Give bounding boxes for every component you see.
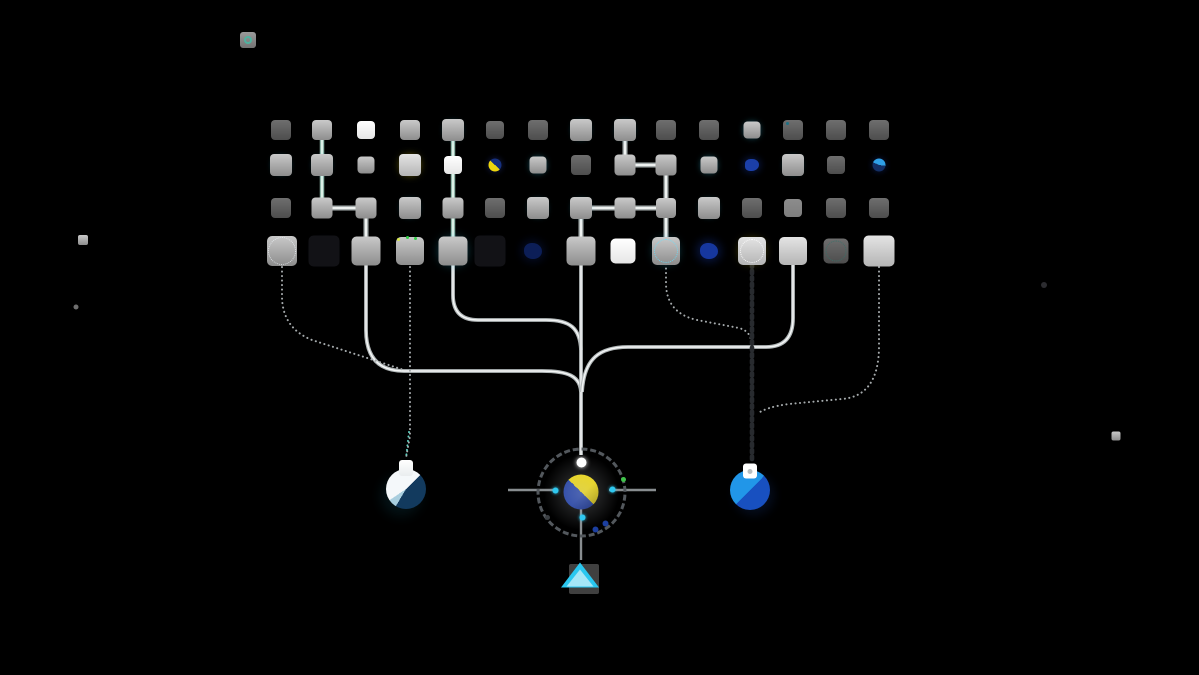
grid-r1c2-ring-teal[interactable] <box>312 120 332 140</box>
output-node-left[interactable] <box>386 460 426 509</box>
machine-cyan-dot <box>552 487 558 493</box>
module-c5-cyan-ringed[interactable] <box>438 236 468 266</box>
output-right-badge <box>743 463 757 479</box>
speck-yellow-2 <box>1111 431 1121 441</box>
grid-r3c12-ring-olive[interactable] <box>742 198 762 218</box>
output-left-badge <box>399 460 413 476</box>
module-c7-blob-navy[interactable] <box>524 243 542 259</box>
grid-r2c7-donut-cyan[interactable] <box>529 156 547 174</box>
grid-r3c1-ring-gray[interactable] <box>271 198 291 218</box>
grid-r1c9-dot-cyan[interactable] <box>614 119 636 141</box>
grid-r1c3-white-tile-ring[interactable] <box>357 121 375 139</box>
grid-r1c4-ring-olive[interactable] <box>400 120 420 140</box>
grid-r3c5-junction-teal <box>442 197 464 219</box>
grid-r3c14-ring-teal[interactable] <box>826 198 846 218</box>
grid-r3c2-junction <box>311 197 333 219</box>
wire-dotted-c1 <box>281 257 405 371</box>
output-node-right[interactable] <box>730 463 770 510</box>
speck-dark <box>1041 282 1047 288</box>
module-c12-yellow-ringed[interactable] <box>738 237 766 265</box>
grid-r2c2-dot-cyan[interactable] <box>311 154 333 176</box>
grid-r2c1-dot-cyan[interactable] <box>270 154 292 176</box>
grid-r3c13-ring-white[interactable] <box>784 199 802 217</box>
grid-r3c3-junction <box>355 197 377 219</box>
module-c14-small-cyan[interactable] <box>823 238 849 264</box>
module-c11-blob-navy[interactable] <box>700 243 718 259</box>
wire-module-c5-to-core <box>452 258 582 351</box>
grid-r2c13-dot-cyan[interactable] <box>782 154 804 176</box>
machine-navy-dot <box>602 520 608 526</box>
module-c15-pie-yellow-navy[interactable] <box>863 235 895 267</box>
grid-r3c7-dot-cyan[interactable] <box>527 197 549 219</box>
grid-r1c7-ring-teal[interactable] <box>528 120 548 140</box>
machine-dark-dot <box>544 514 550 520</box>
grid-r3c15-ring-gray[interactable] <box>869 198 889 218</box>
grid-r1c10-ring-teal[interactable] <box>656 120 676 140</box>
module-c3-teal-ringed[interactable] <box>351 236 381 266</box>
grid-r2c3-ring-olive[interactable] <box>357 156 375 174</box>
grid-r3c4-dot-cyan[interactable] <box>399 197 421 219</box>
grid-r2c4-sun-yellow[interactable] <box>399 154 421 176</box>
grid-r2c10-junction <box>655 154 677 176</box>
grid-r3c6-ring-gray[interactable] <box>485 198 505 218</box>
speck-yellow <box>78 235 88 245</box>
speck-gray <box>73 304 79 310</box>
wire-dotted-c15 <box>756 257 880 415</box>
wire-module-c13-to-core <box>581 258 794 393</box>
wire-dotted-c4-teal-tail <box>405 431 410 459</box>
machine-dashed-ring <box>536 447 626 537</box>
grid-r1c14-ring-teal[interactable] <box>826 120 846 140</box>
core-machine[interactable] <box>536 447 626 537</box>
module-c10-cyan-dotted[interactable] <box>652 237 680 265</box>
grid-r1c11-ring-teal[interactable] <box>699 120 719 140</box>
module-c4-olive-dotted[interactable] <box>396 236 424 265</box>
machine-navy-dot <box>592 526 598 532</box>
wire-module-c3-to-core <box>365 258 582 393</box>
grid-r2c11-donut-cyan[interactable] <box>700 156 718 174</box>
speck-teal-tile <box>240 32 256 48</box>
wire-dotted-c10 <box>665 263 752 342</box>
grid-r2c9-junction <box>614 154 636 176</box>
module-c2-pie-blue[interactable] <box>308 235 340 267</box>
grid-r1c6-ring-white[interactable] <box>486 121 504 139</box>
goal-triangle[interactable] <box>561 562 599 594</box>
grid-r2c12-blob-navy[interactable] <box>745 159 759 171</box>
grid-r2c6-pie-yellow-navy[interactable] <box>488 158 502 172</box>
grid-r1c13-ring-teal-dot[interactable] <box>783 120 803 140</box>
grid-r2c5-ring-white[interactable] <box>444 156 462 174</box>
grid-r1c1-ring-gray[interactable] <box>271 120 291 140</box>
module-c9-white-tile[interactable] <box>610 238 636 264</box>
grid-r1c12-donut-cyan[interactable] <box>743 121 761 139</box>
grid-r1c5-dot-cyan[interactable] <box>442 119 464 141</box>
module-c13-cyan-ringed[interactable] <box>779 237 807 265</box>
grid-r3c10-junction-ring <box>656 198 676 218</box>
grid-r3c9-junction-teal <box>614 197 636 219</box>
machine-cyan-dot <box>609 486 615 492</box>
machine-input-dot <box>576 457 586 467</box>
module-c1-dark-ringed[interactable] <box>267 236 297 266</box>
module-c8-teal-ringed[interactable] <box>566 236 596 266</box>
grid-r3c11-dot-cyan[interactable] <box>698 197 720 219</box>
grid-r2c14-ring-white[interactable] <box>827 156 845 174</box>
grid-r1c15-ring-gray[interactable] <box>869 120 889 140</box>
module-c6-pie-blue[interactable] <box>474 235 506 267</box>
grid-r3c8-dot-cyan[interactable] <box>570 197 592 219</box>
grid-r2c8-ring-teal[interactable] <box>571 155 591 175</box>
wire-grid-c9-elbow <box>624 132 667 208</box>
machine-cyan-dot <box>579 514 585 520</box>
machine-green-dot <box>620 476 626 482</box>
grid-r1c8-dot-cyan[interactable] <box>570 119 592 141</box>
grid-r2c15-pie-blue-navy[interactable] <box>872 158 886 172</box>
